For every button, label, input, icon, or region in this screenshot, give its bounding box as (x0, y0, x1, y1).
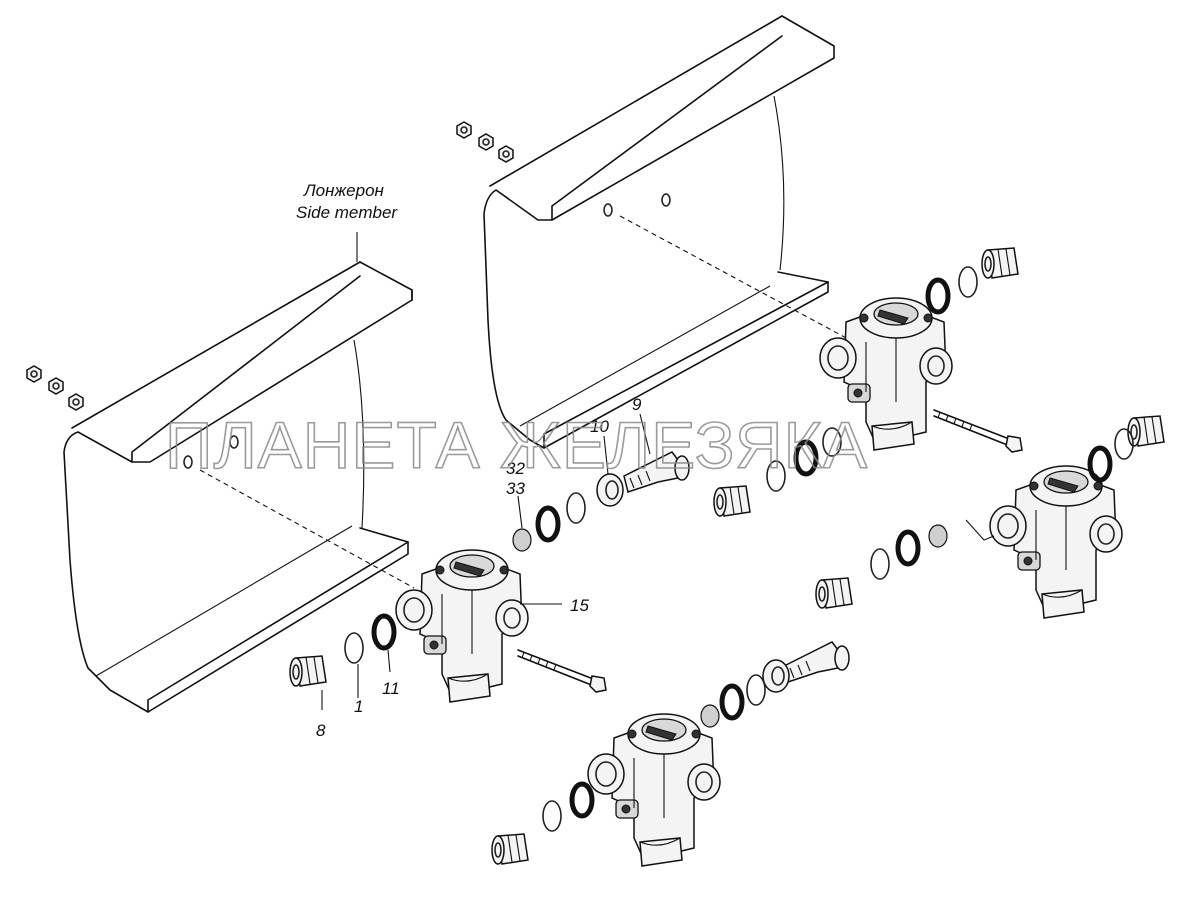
seal-right-a (1087, 445, 1113, 483)
callout-9: 9 (632, 395, 642, 414)
filter-screen-bottom (700, 704, 720, 728)
side-member-left (63, 261, 415, 713)
bolt-upper-right (933, 409, 1023, 453)
ring-bottom-b (542, 800, 562, 832)
ring-right-a (1114, 428, 1134, 460)
side-member-right (483, 15, 851, 449)
fitting-mid (713, 485, 751, 517)
ring-bottom-a (746, 674, 766, 706)
callout-8: 8 (316, 721, 326, 740)
valve-assembly-bottom (587, 713, 721, 867)
ring-1 (344, 632, 364, 664)
fitting-bottom (491, 833, 529, 865)
seal-upper-right (925, 277, 951, 315)
frame-label-ru: Лонжерон (303, 181, 385, 200)
callout-15: 15 (570, 596, 589, 615)
seal-right-b (895, 529, 921, 567)
nut-washer-stack-right (456, 121, 514, 163)
filter-screen-33 (512, 528, 532, 552)
callout-11: 11 (382, 679, 400, 698)
seal-bottom-b (569, 781, 595, 819)
nut-10 (596, 473, 624, 507)
ring-center-upper (566, 492, 586, 524)
filter-screen-right (928, 524, 948, 548)
frame-label-en: Side member (296, 203, 398, 222)
fitting-right-lower (815, 577, 853, 609)
nut-bottom (762, 659, 790, 693)
fitting-8 (289, 655, 327, 687)
callout-32: 32 (506, 459, 525, 478)
callout-33: 33 (506, 479, 525, 498)
ring-mid-a (766, 460, 786, 492)
seal-mid (793, 439, 819, 477)
seal-11 (371, 613, 397, 651)
leader-lines (321, 232, 995, 710)
elbow-bottom (783, 641, 850, 683)
seal-bottom-a (719, 683, 745, 721)
ring-right-b (870, 548, 890, 580)
ring-upper-right (958, 266, 978, 298)
callout-1: 1 (354, 697, 363, 716)
valve-assembly-right (989, 465, 1123, 619)
ring-mid-b (822, 427, 842, 457)
fitting-upper-right (981, 247, 1019, 279)
valve-assembly-center (395, 549, 529, 703)
seal-center-upper (535, 505, 561, 543)
watermark: ПЛАНЕТА ЖЕЛЕЗЯКА (165, 408, 868, 482)
nut-washer-stack-left (26, 365, 84, 411)
bolt-center (517, 649, 607, 693)
callout-10: 10 (590, 417, 609, 436)
